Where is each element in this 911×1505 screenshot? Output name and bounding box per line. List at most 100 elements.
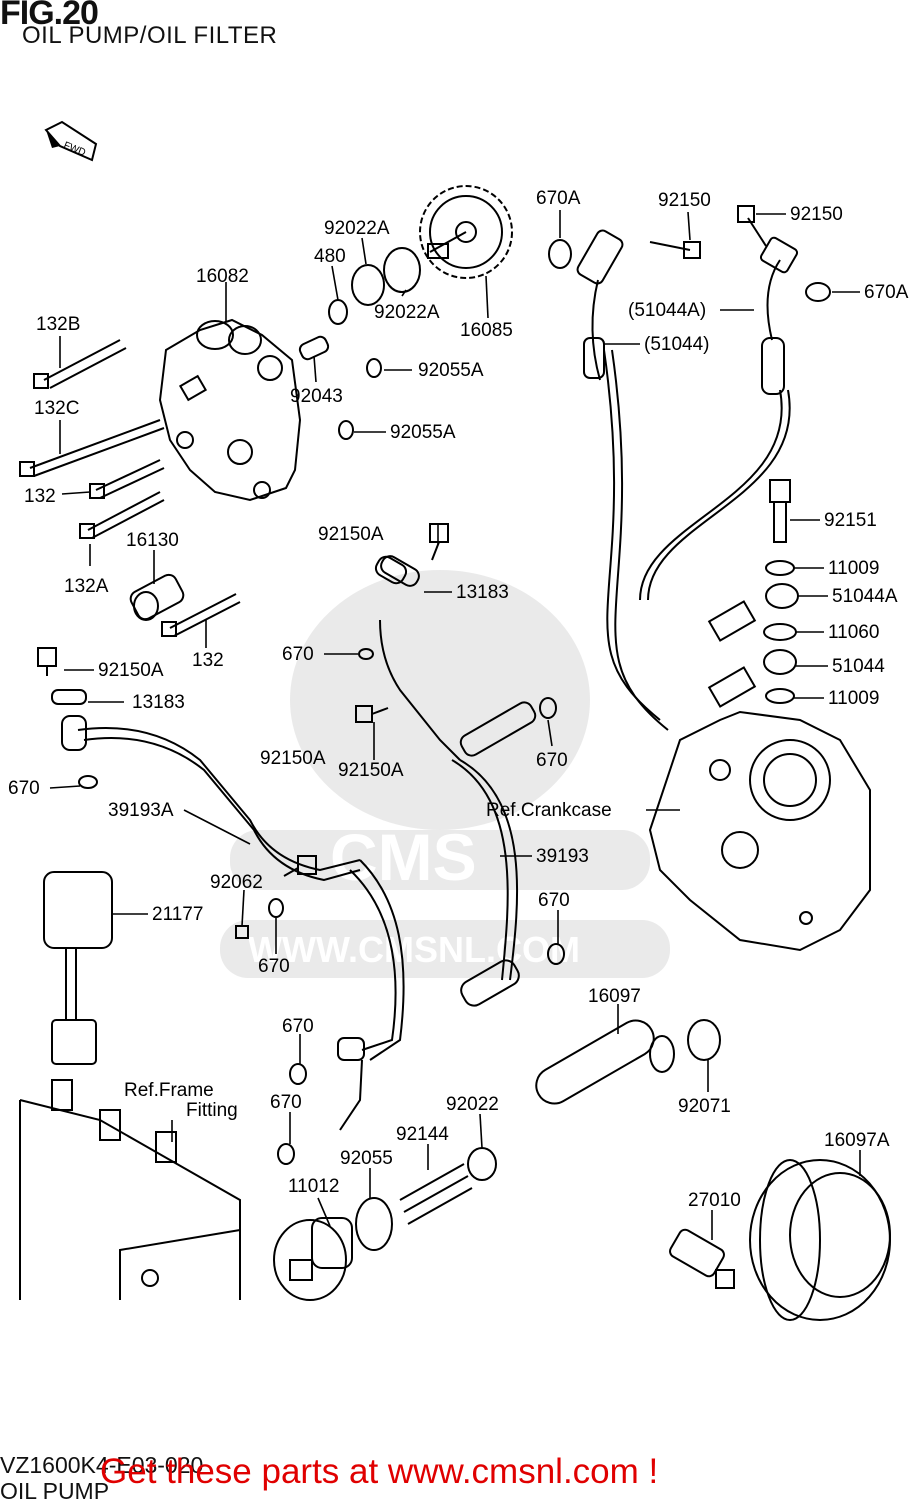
part-label: 92150: [790, 204, 843, 225]
part-label: 670A: [536, 188, 581, 209]
frame-reference: [19, 1079, 241, 1300]
oring-670-lower1: [289, 1063, 307, 1085]
part-label: 132: [192, 650, 224, 671]
part-label: 92055: [340, 1148, 393, 1169]
oil-filter-16097A: [749, 1159, 891, 1321]
part-label: 670: [270, 1092, 302, 1113]
part-label: 92150A: [318, 524, 384, 545]
part-label: 11009: [828, 558, 879, 579]
part-label: Fitting: [186, 1100, 238, 1121]
oring-670-right: [539, 697, 557, 719]
part-label: 51044A: [832, 586, 898, 607]
part-labels: 16082 480 92022A 92022A 16085 132B 132C …: [8, 188, 909, 1211]
part-label: 92022A: [374, 302, 440, 323]
watermark: CMS WWW.CMSNL.COM: [220, 570, 670, 978]
bolt-92150A-lower: [355, 705, 389, 723]
washer-11009-2: [765, 688, 795, 704]
washer-92022: [467, 1147, 497, 1181]
part-label: 670: [282, 644, 314, 665]
oring-670A-1: [548, 239, 572, 269]
oring-670-left: [78, 775, 98, 789]
part-label: 16085: [460, 320, 513, 341]
bolt-92150A-mid: [429, 523, 449, 561]
part-label: 92022A: [324, 218, 390, 239]
oring-670A-2: [805, 282, 831, 302]
bolts: [19, 339, 241, 637]
fwd-arrow-icon: FWD: [44, 120, 98, 162]
bolt-92150-2: [737, 205, 767, 247]
oil-pressure-switch-27010: [669, 1228, 735, 1289]
part-label: 132: [24, 486, 56, 507]
banjo-bolt-92151: [769, 479, 791, 543]
oring-92055: [355, 1197, 393, 1251]
part-label: 27010: [688, 1190, 741, 1211]
oring-670-lowerright: [547, 943, 565, 965]
watermark-url: WWW.CMSNL.COM: [248, 929, 580, 970]
part-label: 92055A: [390, 422, 456, 443]
part-label: 92144: [396, 1124, 449, 1145]
part-label: (51044A): [628, 300, 706, 321]
part-label: 16097: [588, 986, 641, 1007]
part-label: 92150: [658, 190, 711, 211]
part-label: 11012: [288, 1176, 339, 1197]
group-name: OIL PUMP: [0, 1478, 110, 1504]
part-label: 11009: [828, 688, 879, 709]
part-label: 670: [538, 890, 570, 911]
bolt-92150A-left: [37, 647, 57, 676]
oil-hose-assembly: [576, 229, 799, 731]
relief-valve-16130: [129, 573, 185, 621]
promo-link[interactable]: Get these parts at www.cmsnl.com !: [100, 1452, 659, 1491]
pin-92043: [298, 335, 330, 361]
part-label: Ref.Frame: [124, 1080, 214, 1101]
oil-pump-body: [158, 318, 302, 502]
part-label: 16130: [126, 530, 179, 551]
watermark-brand: CMS: [330, 820, 477, 894]
bolt-92150-1: [649, 241, 701, 259]
part-label: 92071: [678, 1096, 731, 1117]
banjo-51044A: [707, 583, 799, 642]
leader-lines: [49, 210, 861, 1240]
oil-filter-strainer-16097: [535, 1019, 675, 1105]
oring-92071: [687, 1019, 721, 1061]
part-label: 92062: [210, 872, 263, 893]
part-label: 16082: [196, 266, 249, 287]
washer-92022A-lower: [383, 247, 421, 293]
washer-11009-1: [765, 560, 795, 576]
part-label: 670: [282, 1016, 314, 1037]
oring-670-lower2: [277, 1143, 295, 1165]
plate-13183-mid: [380, 555, 420, 587]
part-label: 92151: [824, 510, 877, 531]
part-label: Ref.Crankcase: [486, 800, 612, 821]
washer-92022A-upper: [351, 264, 385, 306]
part-label: 670: [258, 956, 290, 977]
part-label: 39193A: [108, 800, 174, 821]
oil-pump-gear: [419, 185, 513, 279]
part-label: 480: [314, 246, 346, 267]
part-label: 51044: [832, 656, 885, 677]
bolt-92150A-pipe: [283, 855, 317, 877]
bypass-valve-11012: [273, 1217, 353, 1301]
spring-92144: [399, 1163, 473, 1225]
part-label: 13183: [456, 582, 509, 603]
oil-pipe-39193: [374, 555, 537, 1007]
part-label: 670: [8, 778, 40, 799]
figure-number: FIG.20: [0, 0, 99, 32]
oring-670-92062: [268, 898, 284, 918]
part-label: 132A: [64, 576, 109, 597]
part-label: 16097A: [824, 1130, 890, 1151]
part-label: 670: [536, 750, 568, 771]
drawing-code: VZ1600K4-E03-020: [0, 1452, 204, 1478]
circlip-480: [328, 299, 348, 325]
part-label: 92022: [446, 1094, 499, 1115]
part-label: 92150A: [338, 760, 404, 781]
part-label: 13183: [132, 692, 185, 713]
part-label: 92150A: [260, 748, 326, 769]
oring-670-mid: [358, 648, 374, 660]
plate-13183-left: [51, 689, 87, 705]
part-label: 11060: [828, 622, 879, 643]
part-label: 92150A: [98, 660, 164, 681]
part-label: 132B: [36, 314, 80, 335]
oring-92055A-2: [338, 420, 354, 440]
part-label: 132C: [34, 398, 79, 419]
